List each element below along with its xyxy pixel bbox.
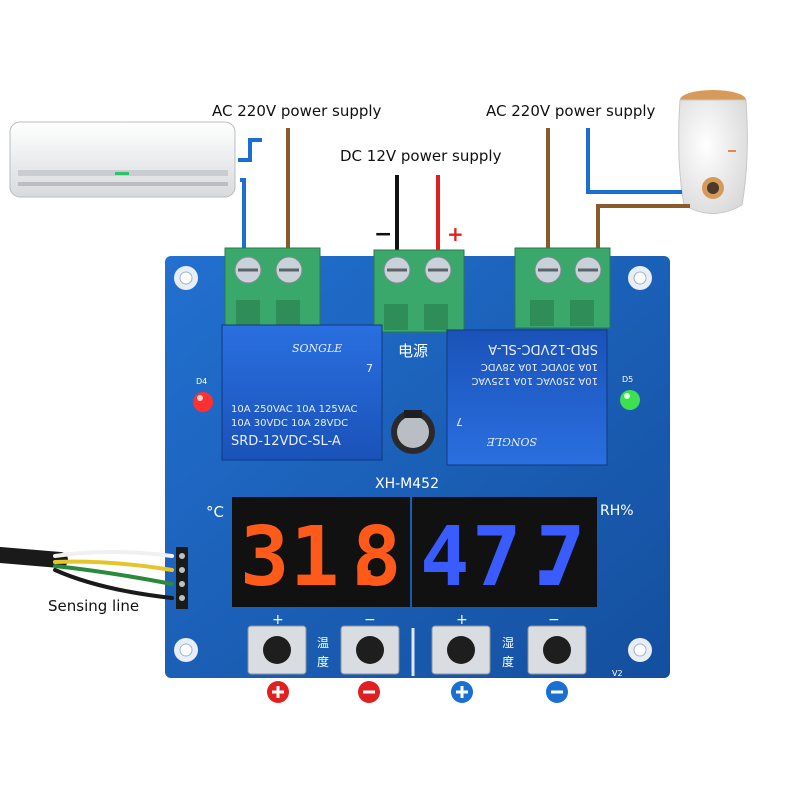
humidifier-icon [678,90,748,214]
relay-model: SRD-12VDC-SL-A [231,434,341,449]
hum-label-2: 度 [502,654,514,669]
relay-right: SONGLE 7 10A 250VAC 10A 125VAC 10A 30VDC… [446,329,608,466]
sensor-header [176,547,188,609]
relay-rating-2: 10A 30VDC 10A 28VDC [231,418,348,429]
relay-brand: SONGLE [292,342,342,355]
led-green-icon [620,390,640,410]
ac-left-label: AC 220V power supply [212,102,382,120]
temperature-digit-1: 3 [240,510,289,605]
led-left-label: D4 [196,377,207,386]
power-label: 电源 [398,342,428,360]
temperature-display: 3 1. 8 [232,497,410,607]
relay-number: 7 [366,362,373,375]
model-label: XH-M452 [375,476,439,492]
minus-circle-red-icon [358,681,380,703]
humidity-digit-3: 7 [536,510,585,605]
relay-brand: SONGLE [487,435,537,448]
temp-label-2: 度 [317,654,329,669]
temp-plus-button[interactable] [247,625,307,675]
capacitor-icon [391,410,435,454]
sensing-cable [0,547,174,600]
hum-plus-silk: + [456,612,468,628]
plus-circle-red-icon [267,681,289,703]
power-wires [238,128,690,252]
celsius-label: °C [206,503,224,521]
plus-circle-blue-icon [451,681,473,703]
version-label: V2 [612,669,623,678]
humidity-digit-2: 7. [472,510,571,605]
humidity-display: 4 7. 7 [412,497,597,607]
humidity-unit-label: RH% [600,503,634,519]
mount-hole-icon [174,266,198,290]
temp-plus-silk: + [272,612,284,628]
relay-rating-1: 10A 250VAC 10A 125VAC [471,375,598,386]
relay-rating-1: 10A 250VAC 10A 125VAC [231,404,358,415]
sensing-line-label: Sensing line [48,597,139,615]
ac-right-label: AC 220V power supply [486,102,656,120]
relay-model: SRD-12VDC-SL-A [488,341,598,356]
temp-minus-silk: − [364,612,376,628]
minus-circle-blue-icon [546,681,568,703]
mount-hole-icon [628,638,652,662]
dc-plus-sign: + [447,222,464,246]
dc-minus-sign: − [374,222,392,247]
mount-hole-icon [174,638,198,662]
terminal-block-left [224,247,321,329]
hum-label-1: 湿 [502,635,514,650]
mount-hole-icon [628,266,652,290]
hum-plus-button[interactable] [431,625,491,675]
terminal-block-right [514,247,611,329]
air-conditioner-icon [9,121,236,198]
temp-minus-button[interactable] [340,625,400,675]
relay-left: SONGLE 7 10A 250VAC 10A 125VAC 10A 30VDC… [221,324,383,461]
led-right-label: D5 [622,375,633,384]
terminal-block-power [373,249,465,333]
relay-number: 7 [456,415,463,428]
hum-minus-silk: − [548,612,560,628]
led-red-icon [193,392,213,412]
temperature-digit-2: 1. [290,510,389,605]
dc-label: DC 12V power supply [340,147,502,165]
temp-label-1: 温 [317,636,329,650]
hum-minus-button[interactable] [527,625,587,675]
humidity-digit-1: 4 [420,510,469,605]
temperature-digit-3: 8 [352,510,401,605]
relay-rating-2: 10A 30VDC 10A 28VDC [481,361,598,372]
